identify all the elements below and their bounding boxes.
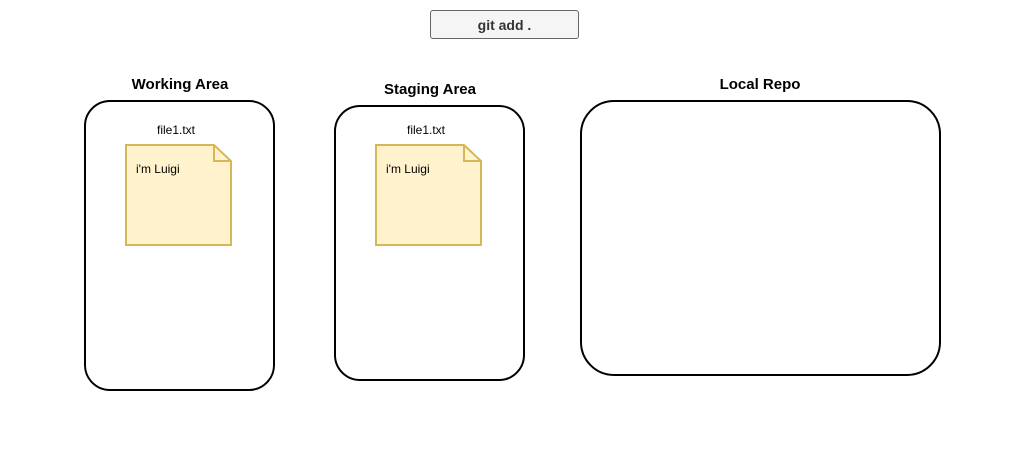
git-add-command-label: git add . — [477, 16, 532, 33]
local-repo-box — [580, 100, 941, 376]
staging-area-file-note: i'm Luigi — [375, 144, 482, 246]
working-area-title: Working Area — [131, 76, 229, 93]
file-note-icon — [375, 144, 482, 246]
git-add-command-box: git add . — [430, 10, 579, 39]
staging-area-file-name: file1.txt — [406, 123, 445, 137]
working-area-file-name: file1.txt — [156, 123, 195, 137]
local-repo-title: Local Repo — [719, 76, 801, 93]
staging-area-title: Staging Area — [384, 81, 476, 98]
working-area-file-note: i'm Luigi — [125, 144, 232, 246]
working-area-file-content: i'm Luigi — [136, 162, 180, 176]
file-note-icon — [125, 144, 232, 246]
staging-area-file-content: i'm Luigi — [386, 162, 430, 176]
